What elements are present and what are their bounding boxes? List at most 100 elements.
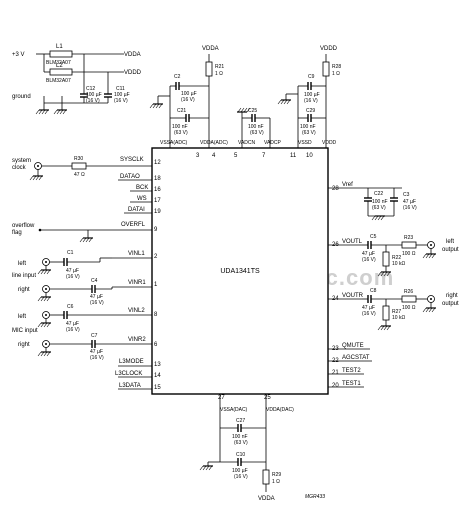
- pin-num-10: 10: [306, 153, 313, 159]
- pin-vddd: VDDD: [322, 140, 337, 146]
- line-right-connector: [42, 285, 50, 293]
- inductor-l1: [49, 50, 73, 58]
- c4-value: 47 µF: [90, 294, 103, 300]
- r28-value: 1 Ω: [332, 71, 340, 77]
- r21-label: R21: [215, 64, 224, 70]
- r29-value: 1 Ω: [272, 479, 280, 485]
- pin-test1: TEST1: [342, 381, 361, 387]
- pin-num-1: 1: [154, 282, 158, 288]
- right-output-label: right: [446, 293, 458, 299]
- r29-label: R29: [272, 472, 281, 478]
- pin-qmute: QMUTE: [342, 343, 364, 349]
- c2-value: 100 µF: [181, 91, 197, 97]
- c3-voltage: (16 V): [403, 205, 417, 211]
- c7-value: 47 µF: [90, 349, 103, 355]
- r23-label: R23: [404, 235, 413, 241]
- r28-label: R28: [332, 64, 341, 70]
- line-left-label: left: [18, 261, 26, 267]
- left-inputs: system clock R30 47 Ω overflow flag left…: [12, 156, 113, 361]
- r30-value: 47 Ω: [74, 172, 85, 178]
- c7-label: C7: [91, 333, 98, 339]
- pin-num-19: 19: [154, 209, 161, 215]
- resistor-r21: [205, 61, 213, 77]
- pin-num-25: 25: [264, 395, 271, 401]
- r26-value: 100 Ω: [402, 305, 416, 311]
- pin-num-6: 6: [154, 342, 158, 348]
- c8-value: 47 µF: [362, 305, 375, 311]
- c8-voltage: (16 V): [362, 311, 376, 317]
- r22-value: 10 kΩ: [392, 261, 405, 267]
- c7-voltage: (16 V): [90, 355, 104, 361]
- ground-label: ground: [12, 94, 31, 100]
- pin-num-11: 11: [290, 153, 297, 159]
- c11-voltage: (16 V): [114, 98, 128, 104]
- pin-datao: DATAO: [120, 174, 140, 180]
- mic-right-label: right: [18, 342, 30, 348]
- resistor-r22: [382, 251, 390, 267]
- l2-part-label: BLM32A07: [46, 78, 71, 84]
- pin-num-17: 17: [154, 198, 161, 204]
- bottom-vdda-label: VDDA: [258, 496, 275, 502]
- c22-label: C22: [374, 191, 383, 197]
- pin-num-9: 9: [154, 227, 158, 233]
- top-vddd-label: VDDD: [320, 46, 338, 52]
- pin-test2: TEST2: [342, 368, 361, 374]
- pin-ws: WS: [137, 196, 147, 202]
- pin-voutl: VOUTL: [342, 239, 363, 245]
- left-output-label-2: output: [442, 247, 459, 253]
- c12-voltage: (16 V): [86, 98, 100, 104]
- pin-num-21: 21: [332, 370, 339, 376]
- pin-num-2: 2: [154, 254, 158, 260]
- pin-vadcn: VADCN: [238, 140, 256, 146]
- c6-value: 47 µF: [66, 321, 79, 327]
- left-output-label: left: [446, 239, 454, 245]
- pin-num-16: 16: [154, 187, 161, 193]
- inductor-l2: [49, 68, 73, 76]
- c6-label: C6: [67, 304, 74, 310]
- r26-label: R26: [404, 289, 413, 295]
- r30-label: R30: [74, 156, 83, 162]
- resistor-r30: [71, 162, 87, 170]
- pin-num-13: 13: [154, 362, 161, 368]
- right-pin-leads: [328, 187, 372, 388]
- bottom-decoupling: 27 25 VSSA(DAC) VDDA(DAC) C27 100 nF (63…: [199, 394, 325, 502]
- vddd-out-label: VDDD: [124, 70, 142, 76]
- pin-sysclk: SYSCLK: [120, 157, 144, 163]
- sysclk-connector: [34, 162, 42, 170]
- c21-value: 100 nF: [172, 124, 188, 130]
- mic-left-label: left: [18, 314, 26, 320]
- c1-voltage: (16 V): [66, 274, 80, 280]
- r27-value: 10 kΩ: [392, 315, 405, 321]
- c9-value: 100 µF: [304, 92, 320, 98]
- left-output-connector: [427, 241, 435, 249]
- pin-vssa-dac: VSSA(DAC): [220, 407, 248, 413]
- pin-num-14: 14: [154, 373, 161, 379]
- pin-l3clock: L3CLOCK: [115, 371, 142, 377]
- resistor-r26: [401, 295, 417, 303]
- pin-vssa-adc: VSSA(ADC): [160, 140, 188, 146]
- resistor-r27: [382, 305, 390, 321]
- pin-bck: BCK: [136, 185, 148, 191]
- pin-agcstat: AGCSTAT: [342, 355, 370, 361]
- overflow-label: overflow: [12, 223, 35, 229]
- mic-input-label: MIC input: [12, 328, 38, 334]
- pin-vinr2: VINR2: [128, 337, 146, 343]
- system-clock-label: system: [12, 158, 31, 164]
- c5-value: 47 µF: [362, 251, 375, 257]
- r23-value: 100 Ω: [402, 251, 416, 257]
- figure-reference: MGR433: [305, 494, 325, 500]
- chip-body: [151, 147, 329, 395]
- chip-top-pins: VSSA(ADC) 3 VDDA(ADC) 4 VADCN 5 VADCP 7 …: [160, 140, 337, 159]
- pin-num-15: 15: [154, 385, 161, 391]
- line-right-label: right: [18, 287, 30, 293]
- pin-num-27: 27: [218, 395, 225, 401]
- c2-label: C2: [174, 74, 181, 80]
- pin-vinl1: VINL1: [128, 251, 145, 257]
- r22-label: R22: [392, 255, 401, 261]
- c10-voltage: (16 V): [234, 474, 248, 480]
- c3-value: 47 µF: [403, 199, 416, 205]
- resistor-r23: [401, 241, 417, 249]
- l1-label: L1: [56, 44, 63, 50]
- c29-label: C29: [306, 108, 315, 114]
